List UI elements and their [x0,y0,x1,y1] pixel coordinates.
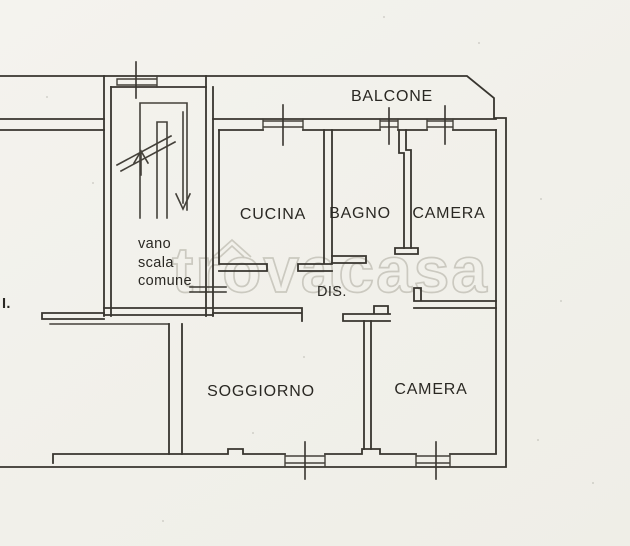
room-label-bagno: BAGNO [329,205,391,222]
window-icon [415,441,451,480]
room-label-cucina: CUCINA [240,206,306,223]
room-labels: BALCONE CUCINA BAGNO CAMERA DIS. SOGGIOR… [2,88,485,400]
room-label-camera-nord: CAMERA [412,205,485,222]
scan-speckles [46,16,594,522]
stairwell [103,61,303,322]
window-icon [426,105,454,145]
window-icon [284,441,326,480]
watermark: trovacasa [171,233,489,307]
interior-walls [218,129,497,450]
room-label-vano-scala-line3: comune [138,273,192,289]
room-label-vano-scala-line1: vano [138,236,171,252]
room-label-vano-scala-line2: scala [138,255,174,271]
window-icon [116,61,158,99]
watermark-roof-icon [219,244,245,258]
window-icon [379,107,399,145]
windows-bottom [284,441,451,480]
door-mark [189,286,227,293]
stairs-icon [115,102,192,219]
edge-label: I. [2,296,11,312]
window-icon [262,104,304,146]
room-label-soggiorno: SOGGIORNO [207,383,315,400]
room-label-dis: DIS. [317,284,347,300]
watermark-text: trovacasa [172,234,489,306]
windows-top [262,104,454,146]
room-label-camera-sud: CAMERA [394,381,467,398]
room-label-balcone: BALCONE [351,88,433,105]
exterior-walls [0,118,497,464]
building-outline [0,75,507,468]
